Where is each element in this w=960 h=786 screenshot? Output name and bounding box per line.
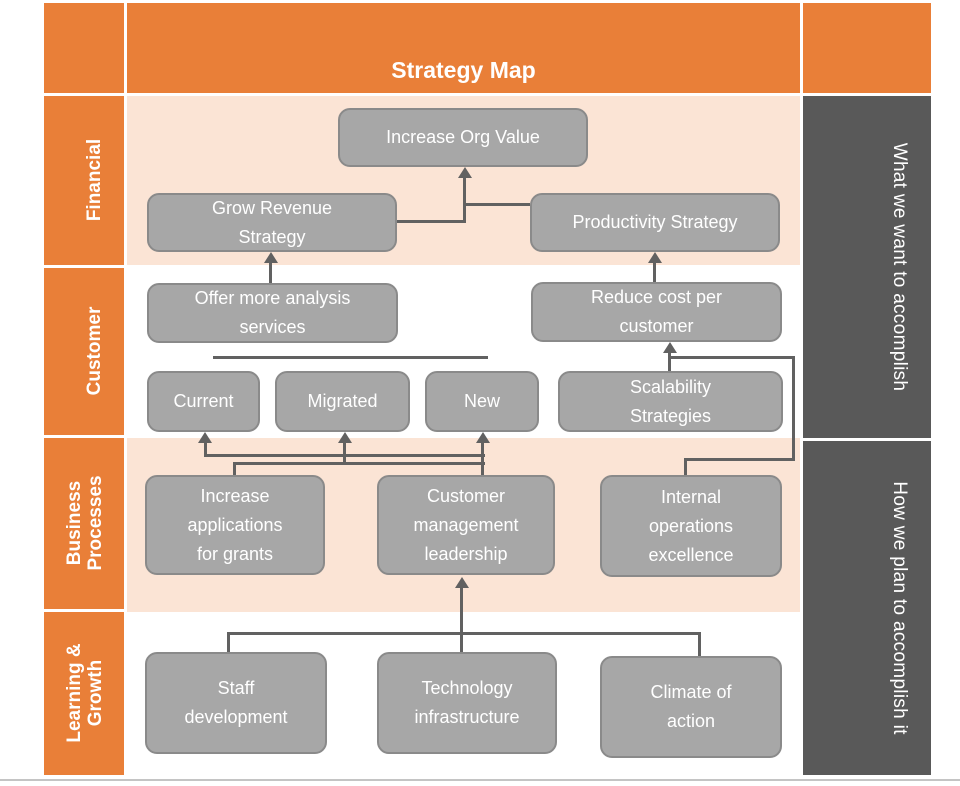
arrowhead-to-customer-management xyxy=(455,577,469,588)
connector-segment xyxy=(684,458,795,461)
connector-segment xyxy=(684,458,687,475)
node-label: Current xyxy=(173,391,234,411)
connector-segment xyxy=(397,220,466,223)
customer-spreader-line xyxy=(213,356,488,359)
row-label-cell-business-processes xyxy=(44,438,124,609)
connector-segment xyxy=(233,462,236,475)
node-label: New xyxy=(463,391,500,411)
node-label: Technology infrastructure xyxy=(414,678,520,727)
node-label: Staff development xyxy=(184,678,288,727)
header-right-cell xyxy=(803,3,931,93)
node-customer-management: Customer management leadership xyxy=(377,475,555,575)
node-label: Climate of action xyxy=(650,682,732,731)
node-label: Scalability Strategies xyxy=(629,376,712,426)
header-left-cell xyxy=(44,3,124,93)
arrowhead-to-migrated xyxy=(338,432,352,443)
page-title-text: Strategy Map xyxy=(391,57,536,83)
node-label: Productivity Strategy xyxy=(572,212,738,232)
node-internal-operations: Internal operations excellence xyxy=(600,475,782,577)
row-label-cell-customer xyxy=(44,268,124,435)
fanout-line-lower xyxy=(234,462,485,465)
node-reduce-cost-per-customer: Reduce cost per customer xyxy=(531,282,782,342)
arrowhead-to-productivity xyxy=(648,252,662,263)
annotation-what-we-want: What we want to accomplish xyxy=(889,142,910,392)
connector-segment xyxy=(463,176,466,223)
node-increase-org-value: Increase Org Value xyxy=(338,108,588,167)
row-label-customer: Customer xyxy=(84,306,105,396)
row-label-learning-growth: Learning & Growth xyxy=(64,643,106,743)
node-label: Customer management leadership xyxy=(413,485,519,564)
node-technology-infrastructure: Technology infrastructure xyxy=(377,652,557,754)
node-staff-development: Staff development xyxy=(145,652,327,754)
connector-segment xyxy=(227,632,230,652)
annotation-panel-bottom xyxy=(803,441,931,775)
bottom-divider-line xyxy=(0,779,960,781)
connector-segment xyxy=(269,261,272,283)
node-label: Migrated xyxy=(307,391,378,411)
node-productivity-strategy: Productivity Strategy xyxy=(530,193,780,252)
node-migrated: Migrated xyxy=(275,371,410,432)
node-scalability-strategies: Scalability Strategies xyxy=(558,371,783,432)
node-increase-applications: Increase applications for grants xyxy=(145,475,325,575)
node-label: Internal operations excellence xyxy=(648,486,734,565)
header-title-cell xyxy=(127,3,800,93)
arrowhead-to-increase-org-value xyxy=(458,167,472,178)
node-label: Increase Org Value xyxy=(386,127,540,147)
connector-segment xyxy=(668,351,671,371)
node-label: Reduce cost per customer xyxy=(590,287,723,336)
node-grow-revenue-strategy: Grow Revenue Strategy xyxy=(147,193,397,252)
annotation-how-we-plan: How we plan to accomplish it xyxy=(889,481,910,735)
row-label-cell-learning-growth xyxy=(44,612,124,775)
annotation-panel-top xyxy=(803,96,931,438)
node-new: New xyxy=(425,371,539,432)
connector-segment xyxy=(204,441,207,457)
connector-segment xyxy=(460,586,463,652)
arrowhead-to-grow-revenue xyxy=(264,252,278,263)
node-label: Grow Revenue Strategy xyxy=(211,197,333,247)
connector-segment xyxy=(343,441,346,465)
row-label-financial: Financial xyxy=(84,138,105,222)
arrowhead-to-reduce-cost xyxy=(663,342,677,353)
node-label: Increase applications for grants xyxy=(187,485,283,564)
node-current: Current xyxy=(147,371,260,432)
row-label-business-processes: Business Processes xyxy=(64,475,106,571)
row-label-cell-financial xyxy=(44,96,124,265)
connector-segment xyxy=(670,356,795,359)
connector-segment xyxy=(466,203,530,206)
page-title: Strategy Map xyxy=(127,3,800,93)
connector-segment xyxy=(653,261,656,282)
node-offer-more-analysis: Offer more analysis services xyxy=(147,283,398,343)
connector-segment xyxy=(792,356,795,460)
arrowhead-to-current xyxy=(198,432,212,443)
node-climate-of-action: Climate of action xyxy=(600,656,782,758)
learning-growth-fan-line xyxy=(228,632,701,635)
node-label: Offer more analysis services xyxy=(194,288,351,337)
connector-segment xyxy=(698,632,701,656)
connector-segment xyxy=(481,441,484,475)
arrowhead-to-new xyxy=(476,432,490,443)
